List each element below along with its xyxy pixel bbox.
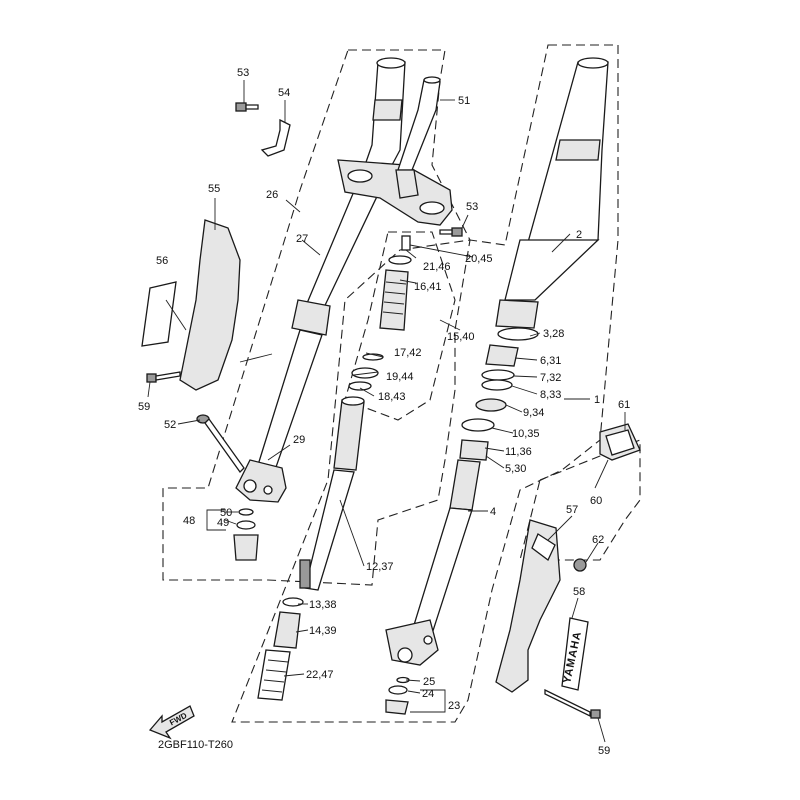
bolt-53-right — [439, 227, 463, 237]
callout-13-38: 13,38 — [309, 599, 337, 611]
guard-decal-left — [141, 281, 177, 347]
callout-19-44: 19,44 — [386, 371, 414, 383]
callout-58: 58 — [573, 586, 585, 598]
callout-23: 23 — [448, 700, 460, 712]
callout-29: 29 — [293, 434, 305, 446]
left-fork-assembly-outline — [162, 49, 471, 586]
callout-10-35: 10,35 — [512, 428, 540, 440]
leader-lines — [147, 80, 626, 743]
drain-bolt-set-right — [385, 676, 410, 715]
steering-stem — [395, 76, 441, 199]
callout-56: 56 — [156, 255, 168, 267]
collar-62 — [573, 558, 587, 572]
callout-24: 24 — [422, 688, 434, 700]
right-fork-assembly-outline — [231, 44, 619, 723]
callout-20-45: 20,45 — [465, 253, 493, 265]
callout-53-right: 53 — [466, 201, 478, 213]
callout-15-40: 15,40 — [447, 331, 475, 343]
callout-60: 60 — [590, 495, 602, 507]
callout-7-32: 7,32 — [540, 372, 561, 384]
fork-guard-left — [179, 219, 241, 391]
callout-8-33: 8,33 — [540, 389, 561, 401]
bolt-53-top — [235, 102, 259, 112]
right-axle-bracket — [385, 619, 439, 666]
callout-1: 1 — [594, 394, 600, 406]
bolt-52 — [196, 414, 245, 474]
left-outer-tube — [257, 57, 406, 471]
callout-26: 26 — [266, 189, 278, 201]
callout-54: 54 — [278, 87, 290, 99]
damper-rod-assembly — [273, 396, 365, 649]
seal-and-bushing-stack — [459, 327, 539, 461]
diagram-code: 2GBF110-T260 — [158, 739, 233, 751]
fork-guard-right — [495, 519, 561, 693]
callout-59-right: 59 — [598, 745, 610, 757]
cable-guide — [260, 118, 291, 157]
callout-53-top: 53 — [237, 67, 249, 79]
callout-2: 2 — [576, 229, 582, 241]
callout-14-39: 14,39 — [309, 625, 337, 637]
callout-labels: 53 54 51 55 26 53 27 2 56 20,45 21,46 16… — [138, 67, 630, 757]
callout-4: 4 — [490, 506, 496, 518]
callout-49: 49 — [217, 517, 229, 529]
callout-59-left: 59 — [138, 401, 150, 413]
bolt-59-left — [146, 371, 181, 383]
callout-48: 48 — [183, 515, 195, 527]
callout-21-46: 21,46 — [423, 261, 451, 273]
callout-52: 52 — [164, 419, 176, 431]
guard-decal-right — [561, 617, 589, 691]
callout-3-28: 3,28 — [543, 328, 564, 340]
callout-11-36: 11,36 — [505, 446, 532, 458]
callout-27: 27 — [296, 233, 308, 245]
upper-triple-clamp — [337, 159, 453, 226]
callout-9-34: 9,34 — [523, 407, 544, 419]
callout-18-43: 18,43 — [378, 391, 406, 403]
callout-61: 61 — [618, 399, 630, 411]
callout-51: 51 — [458, 95, 470, 107]
forward-arrow-icon: FWD — [148, 705, 195, 740]
callout-55: 55 — [208, 183, 220, 195]
callout-50: 50 — [220, 507, 232, 519]
callout-62: 62 — [592, 534, 604, 546]
cartridge-upper-parts — [348, 235, 412, 391]
fork-spring — [257, 649, 291, 701]
callout-16-41: 16,41 — [414, 281, 442, 293]
fork-protector-clip — [599, 423, 641, 461]
drain-bolt-set-left — [233, 508, 259, 561]
callout-25: 25 — [423, 676, 435, 688]
callout-6-31: 6,31 — [540, 355, 561, 367]
inner-tube — [409, 459, 481, 641]
callout-22-47: 22,47 — [306, 669, 334, 681]
bolt-59-right — [544, 688, 601, 719]
callout-5-30: 5,30 — [505, 463, 526, 475]
left-axle-bracket — [235, 459, 287, 503]
callout-12-37: 12,37 — [366, 561, 394, 573]
callout-57: 57 — [566, 504, 578, 516]
inner-cartridge-outline — [344, 231, 456, 421]
right-outer-tube — [495, 57, 609, 329]
callout-17-42: 17,42 — [394, 347, 422, 359]
